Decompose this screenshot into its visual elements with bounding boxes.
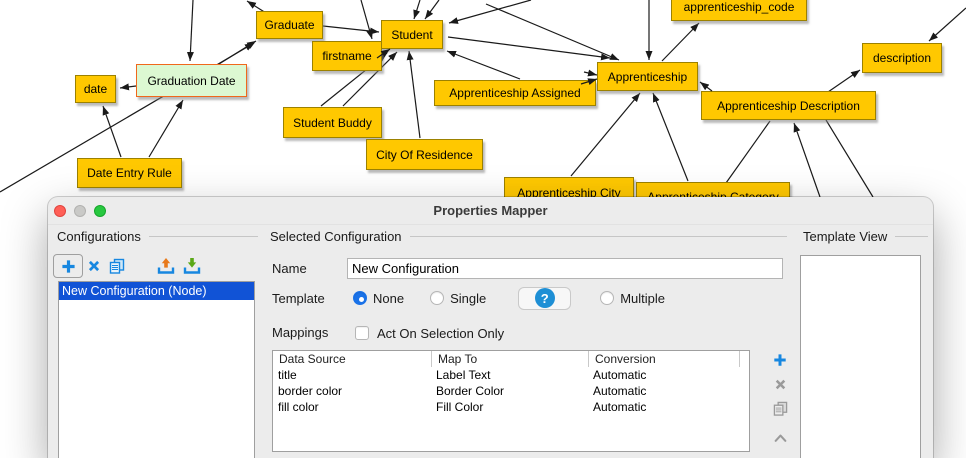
- name-input[interactable]: [347, 258, 783, 279]
- graph-node-graduation-date[interactable]: Graduation Date: [136, 64, 247, 97]
- table-cell: fill color: [278, 400, 319, 414]
- plus-icon: [61, 259, 75, 273]
- configuration-list-item[interactable]: New Configuration (Node): [59, 282, 254, 300]
- table-cell: [739, 383, 749, 399]
- graph-node-apprenticeship-description[interactable]: Apprenticeship Description: [701, 91, 876, 120]
- cross-icon: [88, 260, 100, 272]
- table-column-header: [739, 351, 749, 367]
- radio-label: Single: [450, 290, 487, 306]
- properties-mapper-dialog: Properties Mapper Configurations: [48, 197, 933, 458]
- name-label: Name: [272, 261, 307, 276]
- graph-node-city-of-residence[interactable]: City Of Residence: [366, 139, 483, 170]
- template-label: Template: [272, 291, 325, 306]
- table-cell: Fill Color: [436, 400, 484, 414]
- graph-node-apprenticeship-assigned[interactable]: Apprenticeship Assigned: [434, 80, 596, 106]
- radio-icon: [353, 291, 367, 305]
- graph-node-apprenticeship[interactable]: Apprenticeship: [597, 62, 698, 91]
- table-cell: [739, 399, 749, 415]
- duplicate-mapping-button[interactable]: [769, 397, 792, 419]
- table-cell: title: [278, 368, 297, 382]
- graph-node-student-buddy[interactable]: Student Buddy: [283, 107, 382, 138]
- radio-icon: [430, 291, 445, 305]
- add-configuration-button[interactable]: [53, 254, 83, 278]
- cross-icon: [775, 379, 785, 389]
- template-options: None Single ? Multiple: [353, 285, 665, 311]
- table-cell: Label Text: [436, 368, 491, 382]
- table-cell: border color: [278, 384, 343, 398]
- duplicate-configuration-button[interactable]: [105, 254, 129, 278]
- act-on-selection-label: Act On Selection Only: [377, 325, 505, 341]
- table-column-header: Map To: [431, 351, 588, 367]
- import-configurations-button[interactable]: [153, 254, 179, 278]
- plus-icon: [774, 354, 786, 366]
- configurations-group-label: Configurations: [57, 228, 258, 244]
- table-cell: Automatic: [593, 384, 647, 398]
- graph-node-apprenticeship-code[interactable]: apprenticeship_code: [671, 0, 807, 21]
- act-on-selection-checkbox[interactable]: [355, 326, 369, 340]
- template-help-button[interactable]: ?: [518, 286, 572, 310]
- graph-node-firstname[interactable]: firstname: [312, 41, 382, 71]
- table-cell: Automatic: [593, 368, 647, 382]
- radio-label: None: [373, 290, 405, 306]
- table-cell: Automatic: [593, 400, 647, 414]
- chevron-up-icon: [774, 434, 786, 442]
- graph-node-description[interactable]: description: [862, 43, 942, 73]
- copy-icon: [109, 258, 125, 274]
- configurations-list[interactable]: New Configuration (Node): [58, 281, 255, 458]
- export-icon: [183, 257, 201, 274]
- zoom-window-button[interactable]: [94, 205, 106, 217]
- add-mapping-button[interactable]: [769, 349, 791, 371]
- template-radio-none[interactable]: None: [353, 291, 404, 306]
- table-row[interactable]: border color Border Color Automatic: [273, 383, 749, 399]
- template-view-group-label: Template View: [803, 228, 928, 244]
- graph-node-student[interactable]: Student: [381, 20, 443, 49]
- import-icon: [157, 257, 175, 274]
- selected-configuration-group-label: Selected Configuration: [270, 228, 787, 244]
- dialog-titlebar[interactable]: Properties Mapper: [48, 197, 933, 225]
- radio-label: Multiple: [620, 290, 666, 306]
- graph-node-graduate[interactable]: Graduate: [256, 11, 323, 39]
- close-window-button[interactable]: [54, 205, 66, 217]
- copy-icon: [773, 401, 787, 416]
- table-row[interactable]: title Label Text Automatic: [273, 367, 749, 383]
- graph-node-date[interactable]: date: [75, 75, 116, 103]
- template-radio-multiple[interactable]: Multiple: [600, 291, 665, 306]
- act-on-selection-row: Act On Selection Only: [355, 322, 504, 344]
- template-view-panel: [800, 255, 921, 458]
- export-configurations-button[interactable]: [179, 254, 205, 278]
- table-row[interactable]: fill color Fill Color Automatic: [273, 399, 749, 415]
- configurations-toolbar: [53, 253, 205, 279]
- radio-icon: [600, 291, 615, 305]
- table-cell: [739, 367, 749, 383]
- table-cell: Border Color: [436, 384, 505, 398]
- table-column-header: Data Source: [279, 352, 346, 366]
- minimize-window-button[interactable]: [74, 205, 86, 217]
- graph-node-date-entry-rule[interactable]: Date Entry Rule: [77, 158, 182, 188]
- mappings-label: Mappings: [272, 325, 329, 340]
- dialog-title: Properties Mapper: [433, 203, 548, 218]
- move-mapping-up-button[interactable]: [770, 427, 791, 449]
- help-icon: ?: [534, 288, 555, 308]
- delete-configuration-button[interactable]: [83, 254, 105, 278]
- template-radio-single[interactable]: Single: [430, 291, 486, 306]
- table-column-header: Conversion: [588, 351, 739, 367]
- mappings-toolbar: [768, 349, 792, 451]
- delete-mapping-button[interactable]: [770, 373, 791, 395]
